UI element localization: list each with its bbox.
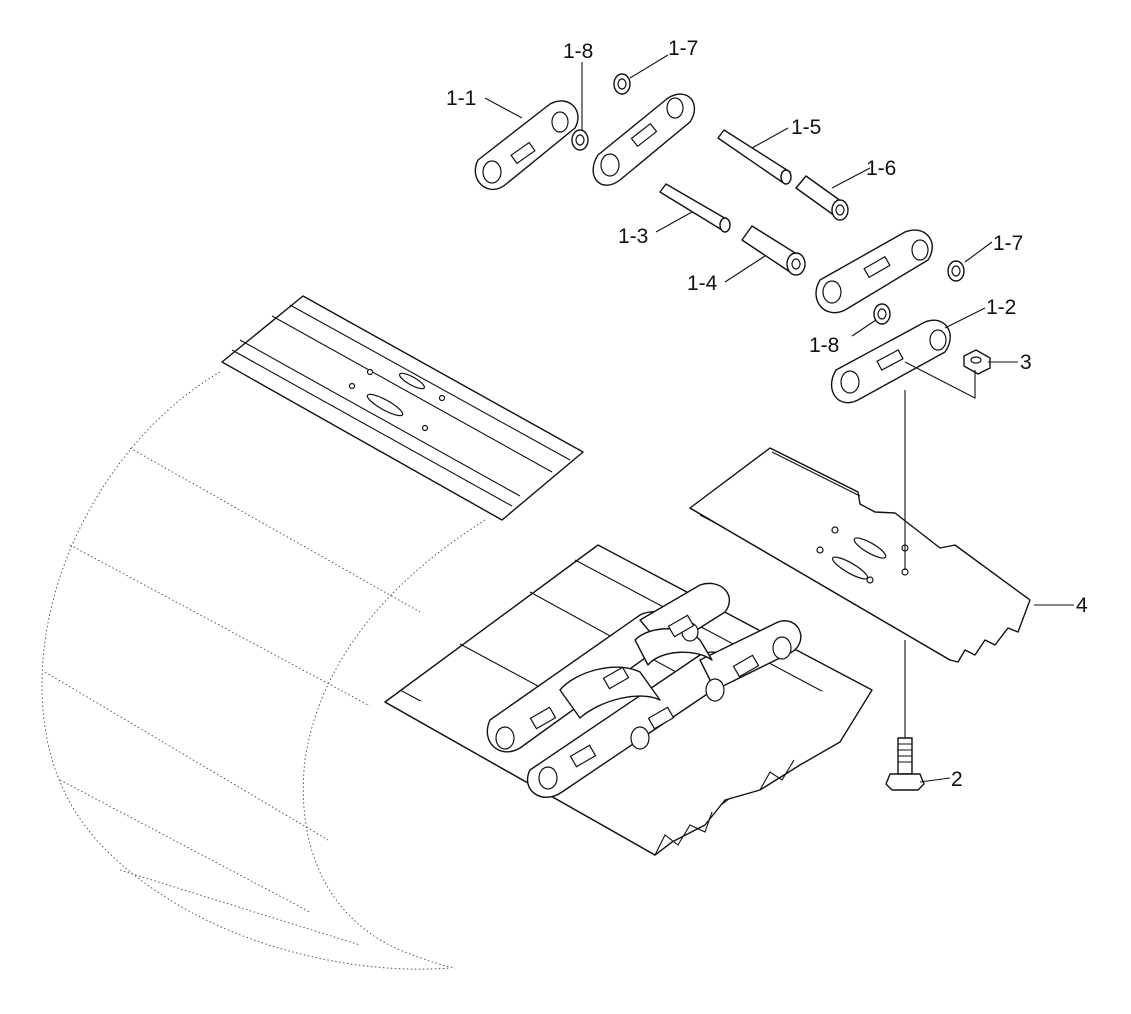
label-1-1: 1-1 (446, 87, 476, 110)
part-1-7-washer-right (947, 260, 965, 282)
assembled-link-chain (486, 582, 802, 798)
part-1-2-link (830, 319, 951, 404)
part-1-8-washer-mid (873, 303, 891, 325)
part-1-3-pin (659, 183, 731, 233)
label-4: 4 (1076, 594, 1088, 617)
part-1-4-bushing (741, 225, 806, 276)
label-1-5: 1-5 (791, 116, 821, 139)
label-1-7-right: 1-7 (993, 232, 1023, 255)
label-1-8-top: 1-8 (563, 40, 593, 63)
part-3-nut (963, 349, 991, 375)
lower-inner-link (815, 229, 933, 314)
track-shoe-upper (221, 295, 584, 521)
leader-lines (484, 54, 1074, 783)
part-1-6-bushing (795, 175, 849, 221)
part-2-bolt (885, 737, 925, 791)
track-shoes-assembled (384, 544, 873, 856)
part-4-track-shoe (689, 447, 1031, 663)
part-labels: 1-1 1-8 1-7 1-5 1-6 1-3 1-4 1-7 1-8 1-2 … (446, 37, 1088, 791)
label-1-2: 1-2 (986, 296, 1016, 319)
label-3: 3 (1020, 351, 1032, 374)
label-1-6: 1-6 (866, 157, 896, 180)
label-1-8-mid: 1-8 (809, 334, 839, 357)
part-1-7-washer-top (613, 73, 631, 95)
part-1-1-link (474, 100, 579, 191)
label-1-4: 1-4 (687, 272, 718, 295)
assembly-axis-lines (904, 361, 976, 738)
label-1-3: 1-3 (618, 225, 648, 248)
part-1-8-washer-top (571, 129, 589, 151)
track-loop-outline (41, 371, 486, 970)
part-1-5-pin (717, 129, 792, 185)
label-1-7-top: 1-7 (668, 37, 698, 60)
label-2: 2 (951, 768, 963, 791)
upper-inner-link (592, 93, 696, 186)
